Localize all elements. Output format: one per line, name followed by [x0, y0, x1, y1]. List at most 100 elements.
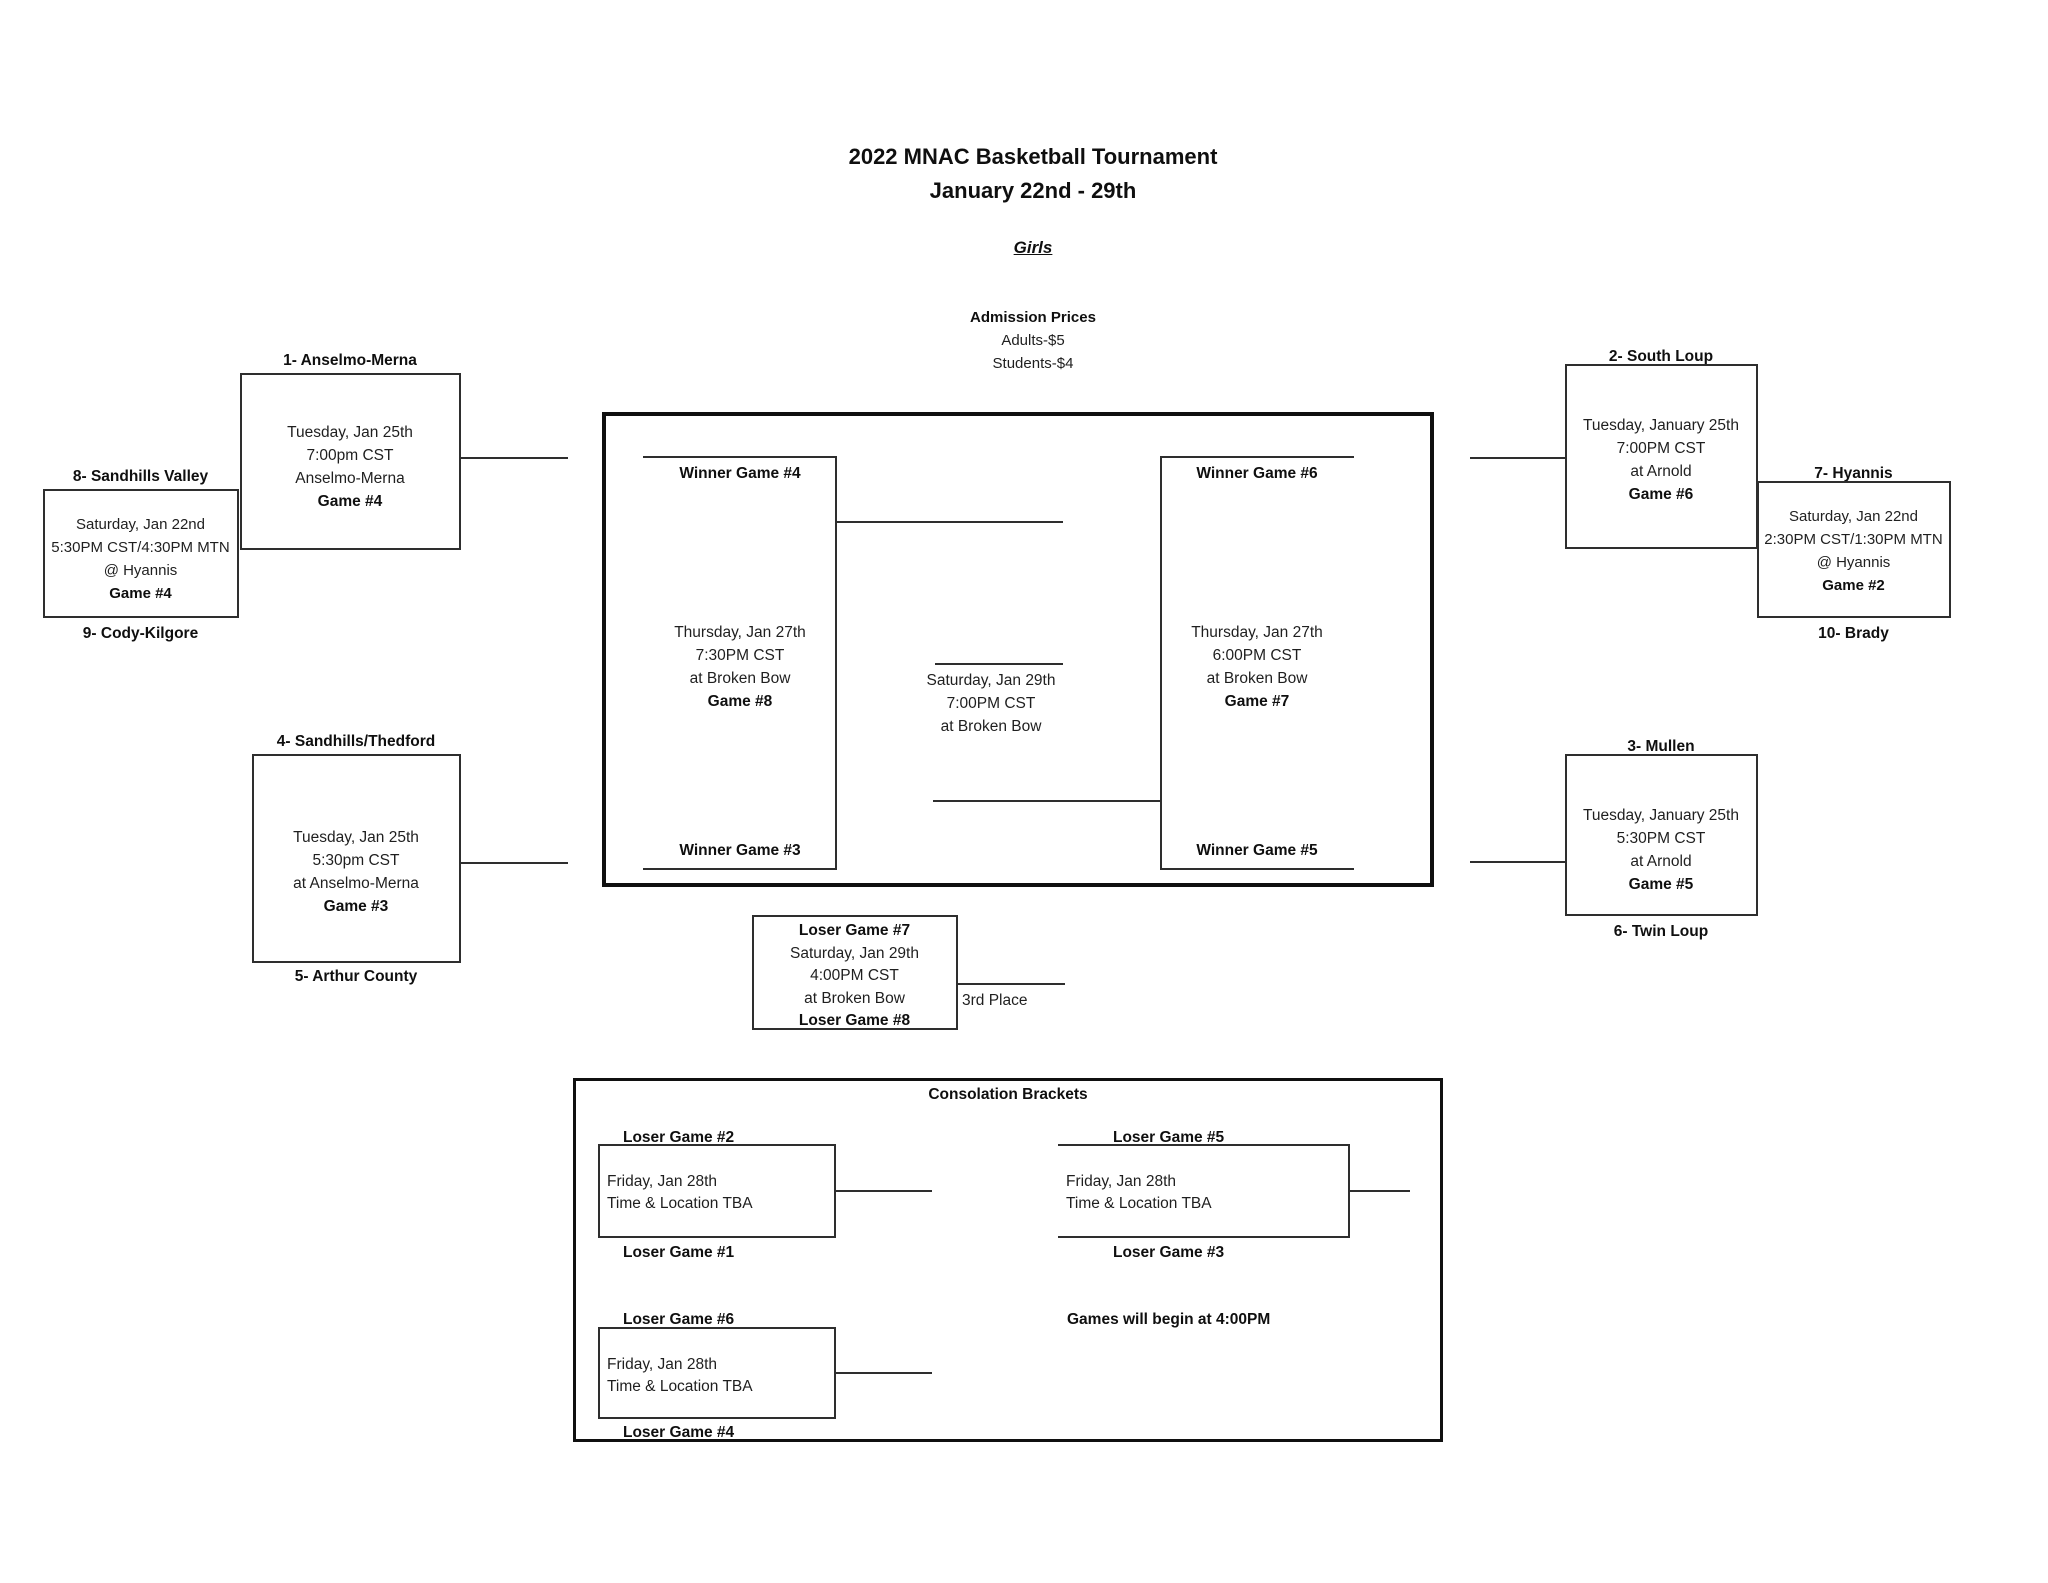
game-location: at Broken Bow	[940, 718, 1042, 735]
seed-label-south-loup: 2- South Loup	[1608, 348, 1714, 365]
bracket-connector-line	[1350, 1190, 1410, 1192]
game-time: 7:00PM CST	[1616, 440, 1706, 457]
game-date: Thursday, Jan 27th	[1191, 624, 1323, 641]
game-location: @ Hyannis	[1816, 554, 1891, 571]
bracket-connector-line	[835, 1372, 932, 1374]
game-details: Time & Location TBA	[607, 1378, 753, 1395]
game-time: 5:30pm CST	[312, 852, 400, 869]
game-info-right-quarterfinal-top: Tuesday, January 25th 7:00PM CST at Arno…	[1565, 414, 1757, 506]
bracket-slot-line	[1058, 1236, 1350, 1238]
slot-loser-game-7: Loser Game #7	[798, 922, 911, 939]
game-date: Thursday, Jan 27th	[674, 624, 806, 641]
tournament-dates: January 22nd - 29th	[929, 178, 1137, 203]
seed-label-twin-loup: 6- Twin Loup	[1613, 923, 1709, 940]
game-time: 7:00PM CST	[946, 695, 1036, 712]
game-number: Game #7	[1224, 693, 1290, 710]
third-place-slot-line	[957, 983, 1065, 985]
game-box-left-playin	[43, 489, 239, 618]
bracket-connector-line	[837, 521, 1063, 523]
bracket-slot-line	[1058, 1144, 1350, 1146]
slot-loser-game-4: Loser Game #4	[623, 1424, 735, 1441]
champion-slot-line	[935, 663, 1063, 665]
game-info-consolation-b: Friday, Jan 28th Time & Location TBA	[1066, 1171, 1212, 1215]
slot-winner-game-3: Winner Game #3	[679, 842, 801, 859]
game-time: 4:00PM CST	[810, 967, 899, 984]
slot-winner-game-6: Winner Game #6	[1196, 465, 1318, 482]
game-info-left-playin: Saturday, Jan 22nd 5:30PM CST/4:30PM MTN…	[43, 513, 238, 605]
game-number: Game #8	[707, 693, 773, 710]
game-date: Tuesday, January 25th	[1583, 807, 1739, 824]
game-date: Friday, Jan 28th	[607, 1173, 717, 1190]
seed-label-sandhills-thedford: 4- Sandhills/Thedford	[276, 733, 436, 750]
game-details: Time & Location TBA	[1066, 1195, 1212, 1212]
game-date: Saturday, Jan 22nd	[76, 516, 205, 533]
slot-loser-game-1: Loser Game #1	[623, 1244, 735, 1261]
game-time: 5:30PM CST/4:30PM MTN	[51, 539, 230, 556]
bracket-connector-line	[1470, 861, 1566, 863]
consolation-note: Games will begin at 4:00PM	[1067, 1311, 1271, 1328]
seed-label-mullen: 3- Mullen	[1627, 738, 1695, 755]
slot-winner-game-5: Winner Game #5	[1196, 842, 1318, 859]
game-number: Game #2	[1822, 577, 1885, 594]
bracket-slot-line	[1160, 868, 1354, 870]
game-location: at Broken Bow	[804, 989, 905, 1007]
game-time: 6:00PM CST	[1212, 647, 1302, 664]
slot-winner-game-4: Winner Game #4	[679, 465, 801, 482]
bracket-slot-line	[643, 868, 837, 870]
game-box-left-quarterfinal-top	[240, 373, 461, 550]
game-info-semifinal-right: Thursday, Jan 27th 6:00PM CST at Broken …	[1160, 621, 1354, 713]
bracket-connector-line	[835, 1190, 932, 1192]
seed-label-arthur-county: 5- Arthur County	[294, 968, 418, 985]
seed-label-cody-kilgore: 9- Cody-Kilgore	[82, 625, 199, 642]
game-number: Game #6	[1628, 486, 1694, 503]
slot-loser-game-2: Loser Game #2	[623, 1129, 735, 1146]
division-label: Girls	[1013, 238, 1053, 257]
game-box-right-playin	[1757, 481, 1951, 618]
third-place-label: 3rd Place	[962, 992, 1028, 1009]
game-location: at Broken Bow	[689, 670, 791, 687]
slot-loser-game-6: Loser Game #6	[623, 1311, 735, 1328]
bracket-connector-line	[1470, 457, 1566, 459]
game-location: Anselmo-Merna	[295, 470, 405, 487]
seed-label-brady: 10- Brady	[1818, 625, 1889, 642]
championship-box	[602, 412, 1434, 887]
game-time: 5:30PM CST	[1616, 830, 1706, 847]
consolation-box	[573, 1078, 1443, 1442]
game-info-semifinal-left: Thursday, Jan 27th 7:30PM CST at Broken …	[643, 621, 837, 713]
game-date: Tuesday, January 25th	[1583, 417, 1739, 434]
game-box-right-quarterfinal-top	[1565, 364, 1758, 549]
game-info-consolation-c: Friday, Jan 28th Time & Location TBA	[607, 1354, 753, 1398]
game-info-left-quarterfinal-top: Tuesday, Jan 25th 7:00pm CST Anselmo-Mer…	[240, 421, 460, 513]
game-date: Friday, Jan 28th	[1066, 1173, 1176, 1190]
game-location: @ Hyannis	[103, 562, 178, 579]
game-date: Tuesday, Jan 25th	[293, 829, 419, 846]
game-box-left-quarterfinal-bottom	[252, 754, 461, 963]
game-details: Time & Location TBA	[607, 1195, 753, 1212]
bracket-slot-line	[1160, 456, 1354, 458]
game-location: at Anselmo-Merna	[293, 875, 419, 892]
game-location: at Arnold	[1630, 853, 1692, 870]
bracket-connector-line	[933, 800, 1162, 802]
bracket-connector-line	[460, 457, 568, 459]
seed-label-hyannis: 7- Hyannis	[1814, 465, 1893, 482]
game-info-right-quarterfinal-bottom: Tuesday, January 25th 5:30PM CST at Arno…	[1565, 804, 1757, 896]
seed-label-anselmo-merna: 1- Anselmo-Merna	[283, 352, 417, 369]
tournament-title: 2022 MNAC Basketball Tournament	[848, 144, 1218, 169]
game-info-third-place: Loser Game #7 Saturday, Jan 29th 4:00PM …	[752, 920, 957, 1033]
game-date: Tuesday, Jan 25th	[287, 424, 413, 441]
game-time: 7:00pm CST	[306, 447, 394, 464]
admission-header: Admission Prices	[970, 309, 1096, 326]
game-number: Game #4	[317, 493, 383, 510]
admission-adults: Adults-$5	[1001, 332, 1065, 349]
admission-students: Students-$4	[992, 355, 1074, 372]
game-info-right-playin: Saturday, Jan 22nd 2:30PM CST/1:30PM MTN…	[1757, 505, 1950, 597]
game-date: Friday, Jan 28th	[607, 1356, 717, 1373]
game-box-right-quarterfinal-bottom	[1565, 754, 1758, 916]
bracket-connector-line	[460, 862, 568, 864]
game-number: Game #3	[323, 898, 389, 915]
game-number: Game #5	[1628, 876, 1694, 893]
game-date: Saturday, Jan 29th	[790, 944, 919, 962]
game-location: at Broken Bow	[1206, 670, 1308, 687]
game-location: at Arnold	[1630, 463, 1692, 480]
